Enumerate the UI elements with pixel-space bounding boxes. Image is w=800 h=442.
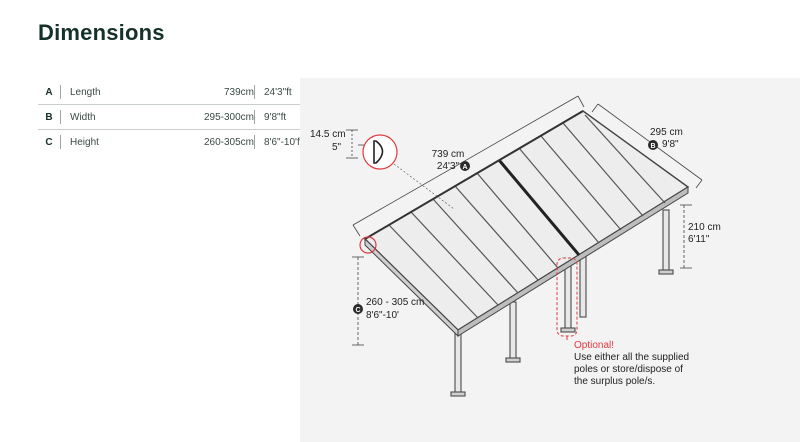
gutter-zoom-circle: [362, 134, 398, 170]
dimension-b: 295 cm B 9'8": [591, 103, 703, 189]
height-cm-label: 260 - 305 cm: [366, 297, 424, 308]
post: [509, 301, 517, 361]
dimension-label: Length: [70, 86, 101, 98]
width-cm-label: 295 cm: [650, 127, 683, 138]
gutter-detail-marker: [359, 236, 377, 254]
dimension-cm: 739cm: [223, 86, 254, 98]
table-row: C Height 260-305cm 8'6"-10'ft: [38, 130, 318, 155]
key-badge-c-text: C: [355, 307, 360, 314]
divider: [60, 130, 70, 155]
divider: [254, 130, 264, 155]
gutter-cm-label: 14.5 cm: [310, 129, 346, 140]
length-cm-label: 739 cm: [432, 149, 465, 160]
divider: [60, 105, 70, 130]
post: [579, 254, 587, 318]
key-badge-a-text: A: [462, 164, 467, 171]
length-ft-label: 24'3": [437, 161, 460, 172]
dimension-key: B: [45, 111, 53, 123]
dimension-cm: 260-305cm: [203, 136, 254, 148]
width-ft-label: 9'8": [662, 139, 679, 150]
divider: [254, 80, 264, 105]
optional-line: Use either all the supplied: [574, 352, 689, 363]
dimension-ft: 8'6"-10'ft: [264, 136, 303, 148]
optional-note: Optional! Use either all the supplied po…: [574, 340, 689, 387]
page-title: Dimensions: [38, 20, 165, 45]
dimension-ft: 24'3"ft: [264, 86, 292, 98]
post-base: [658, 269, 674, 275]
pergola-diagram: 739 cm 24'3" A 295 cm B 9'8" 210 cm 6'11…: [300, 78, 800, 442]
key-badge-b: [648, 140, 658, 150]
post: [454, 331, 462, 395]
dimension-c: C 260 - 305 cm 8'6"-10': [352, 256, 424, 346]
wall-height-ft-label: 6'11": [688, 234, 710, 245]
dimension-a: 739 cm 24'3" A: [352, 95, 585, 237]
height-ft-label: 8'6"-10': [366, 310, 399, 321]
optional-line: the surplus pole/s.: [574, 376, 655, 387]
key-badge-b-text: B: [650, 143, 655, 150]
dimension-key: C: [45, 136, 53, 148]
roof: [363, 110, 690, 338]
optional-line: poles or store/dispose of: [574, 364, 683, 375]
wall-height-dimension: 210 cm 6'11": [680, 204, 721, 269]
key-badge-a: [460, 161, 470, 171]
table-row: A Length 739cm 24'3"ft: [38, 80, 318, 105]
post-base: [560, 327, 576, 333]
table-row: B Width 295-300cm 9'8"ft: [38, 105, 318, 130]
key-badge-c: [353, 304, 363, 314]
dimension-key: A: [45, 86, 53, 98]
dimension-label: Height: [70, 136, 99, 148]
dimension-ft: 9'8"ft: [264, 111, 287, 123]
posts: [450, 209, 674, 397]
post: [662, 209, 670, 273]
post-base: [450, 391, 466, 397]
gutter-in-label: 5": [332, 142, 342, 153]
post: [564, 263, 572, 331]
optional-title: Optional!: [574, 340, 614, 351]
divider: [254, 105, 264, 130]
dimension-cm: 295-300cm: [203, 111, 254, 123]
gutter-callout: 14.5 cm 5": [310, 129, 455, 254]
gutter-profile-icon: [373, 140, 384, 164]
dimension-label: Width: [70, 111, 96, 123]
wall-height-cm-label: 210 cm: [688, 222, 721, 233]
post-base: [505, 357, 521, 363]
dimensions-table: A Length 739cm 24'3"ft B Width 295-300cm…: [38, 80, 318, 154]
divider: [60, 80, 70, 105]
